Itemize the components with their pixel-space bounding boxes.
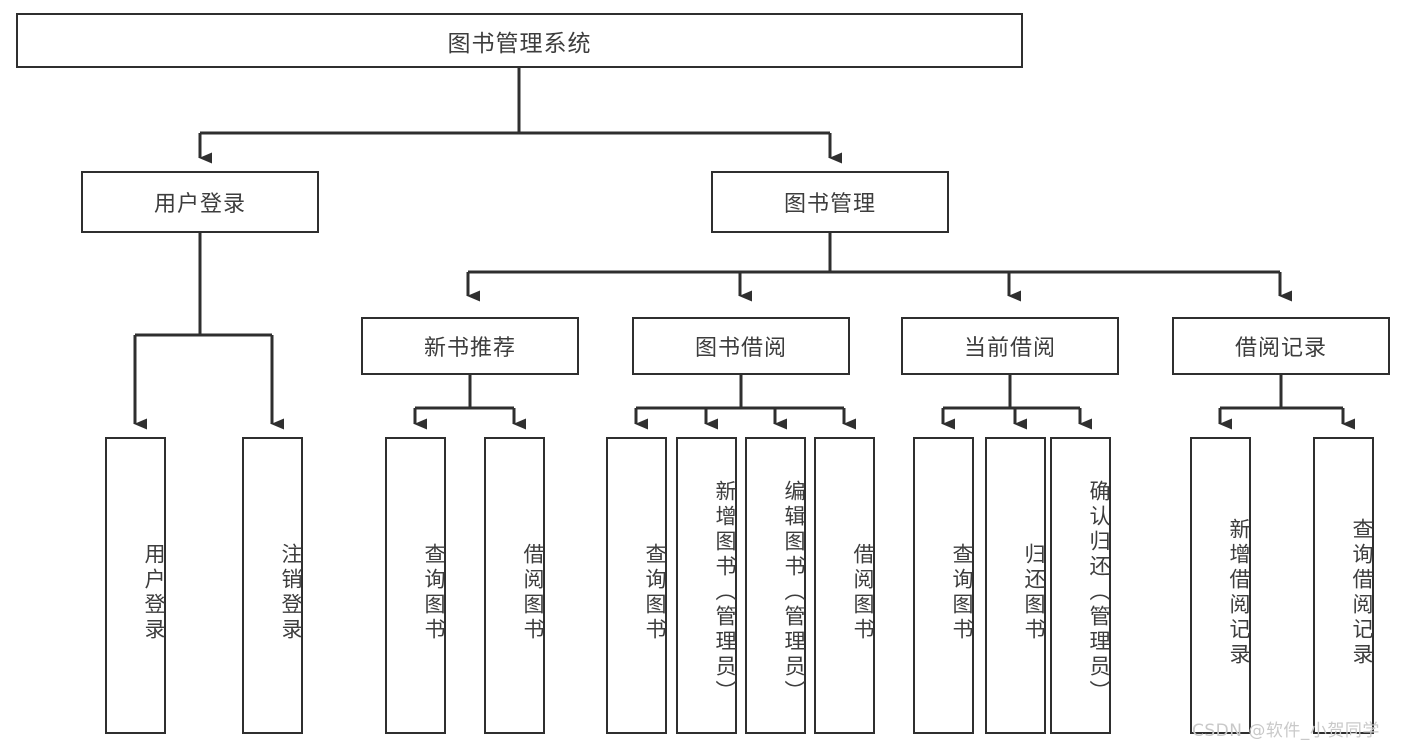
leaf-borrow-book[interactable]: 借阅图书 xyxy=(814,437,875,734)
node-book-management[interactable]: 图书管理 xyxy=(711,171,949,233)
leaf-query-book-borrow[interactable]: 查询图书 xyxy=(606,437,667,734)
leaf-query-borrow-record[interactable]: 查询借阅记录 xyxy=(1313,437,1374,734)
leaf-logout[interactable]: 注销登录 xyxy=(242,437,303,734)
node-book-borrow[interactable]: 图书借阅 xyxy=(632,317,850,375)
node-root-system[interactable]: 图书管理系统 xyxy=(16,13,1023,68)
node-borrow-record[interactable]: 借阅记录 xyxy=(1172,317,1390,375)
leaf-confirm-return-admin[interactable]: 确认归还（管理员） xyxy=(1050,437,1111,734)
leaf-edit-book-admin[interactable]: 编辑图书（管理员） xyxy=(745,437,806,734)
node-current-borrow[interactable]: 当前借阅 xyxy=(901,317,1119,375)
leaf-user-login[interactable]: 用户登录 xyxy=(105,437,166,734)
leaf-query-book-recommend[interactable]: 查询图书 xyxy=(385,437,446,734)
leaf-add-book-admin[interactable]: 新增图书（管理员） xyxy=(676,437,737,734)
node-new-book-recommend[interactable]: 新书推荐 xyxy=(361,317,579,375)
leaf-return-book[interactable]: 归还图书 xyxy=(985,437,1046,734)
node-user-login[interactable]: 用户登录 xyxy=(81,171,319,233)
leaf-add-borrow-record[interactable]: 新增借阅记录 xyxy=(1190,437,1251,734)
leaf-borrow-book-recommend[interactable]: 借阅图书 xyxy=(484,437,545,734)
leaf-query-book-current[interactable]: 查询图书 xyxy=(913,437,974,734)
